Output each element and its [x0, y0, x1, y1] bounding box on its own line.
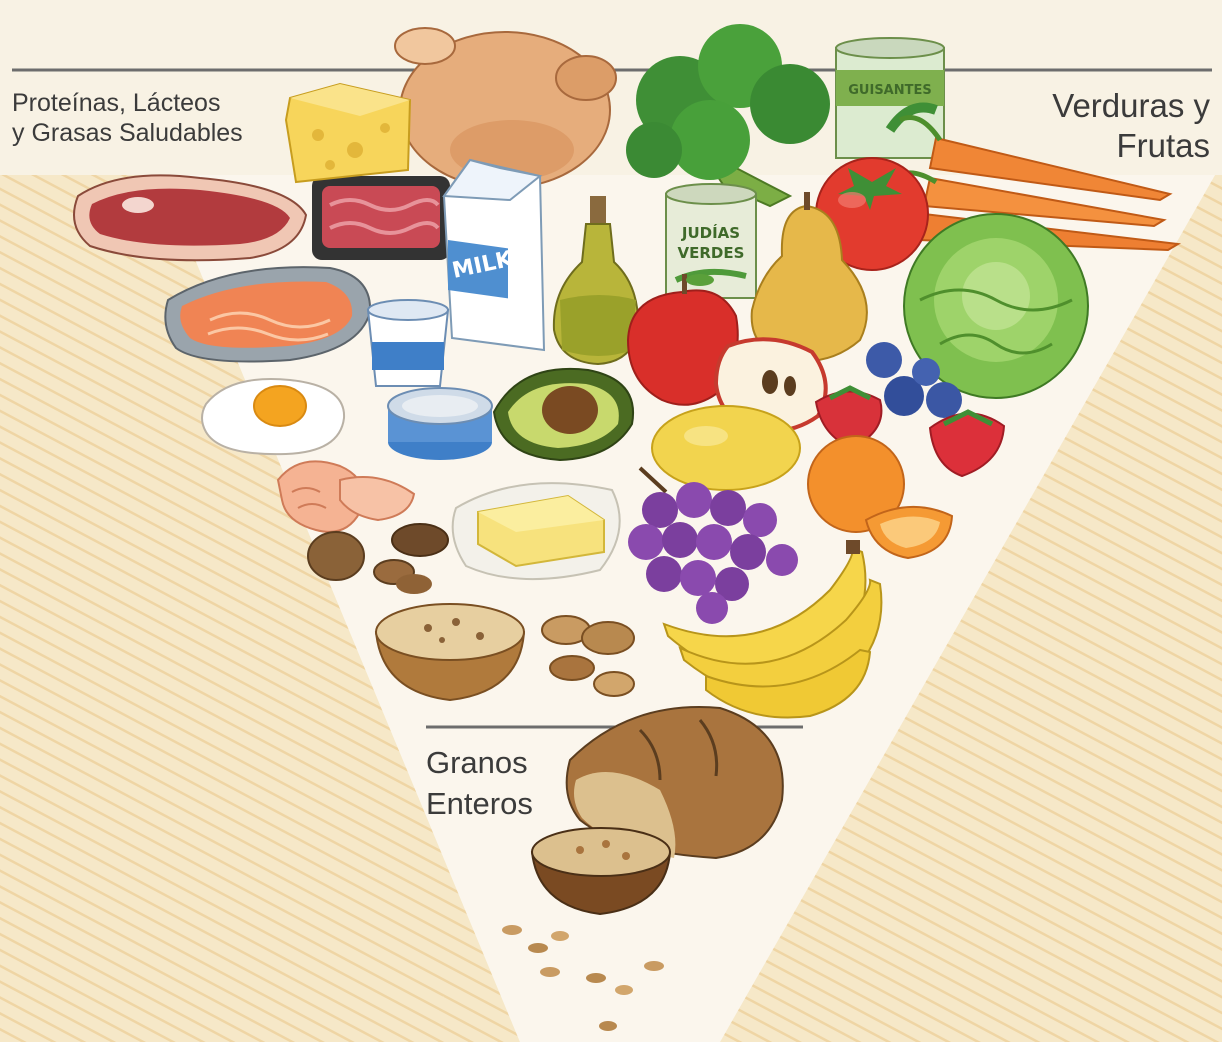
grains-label-line1: Granos	[426, 742, 533, 783]
grains-label-line2: Enteros	[426, 783, 533, 824]
proteins-label-line1: Proteínas, Lácteos	[12, 88, 243, 118]
ground-meat-icon	[312, 176, 450, 260]
vegetables-group-label: Verduras y Frutas	[1052, 86, 1210, 166]
yogurt-icon	[368, 300, 448, 386]
vegetables-label-line1: Verduras y	[1052, 86, 1210, 126]
proteins-label-line2: y Grasas Saludables	[12, 118, 243, 148]
chicken-icon	[395, 28, 616, 188]
peas-can-icon: GUISANTES	[836, 38, 944, 158]
grains-group-label: Granos Enteros	[426, 742, 533, 824]
cheese-icon	[286, 84, 410, 182]
milk-carton-icon: MILK	[444, 160, 544, 350]
green-beans-label-line1: JUDÍAS	[681, 223, 740, 242]
proteins-group-label: Proteínas, Lácteos y Grasas Saludables	[12, 88, 243, 148]
lemon-icon	[652, 406, 800, 490]
peas-label: GUISANTES	[848, 83, 931, 98]
fried-egg-icon	[202, 379, 344, 454]
tuna-can-icon	[388, 388, 492, 460]
green-beans-label-line2: VERDES	[678, 244, 745, 262]
butter-icon	[453, 483, 620, 579]
vegetables-label-line2: Frutas	[1052, 126, 1210, 166]
